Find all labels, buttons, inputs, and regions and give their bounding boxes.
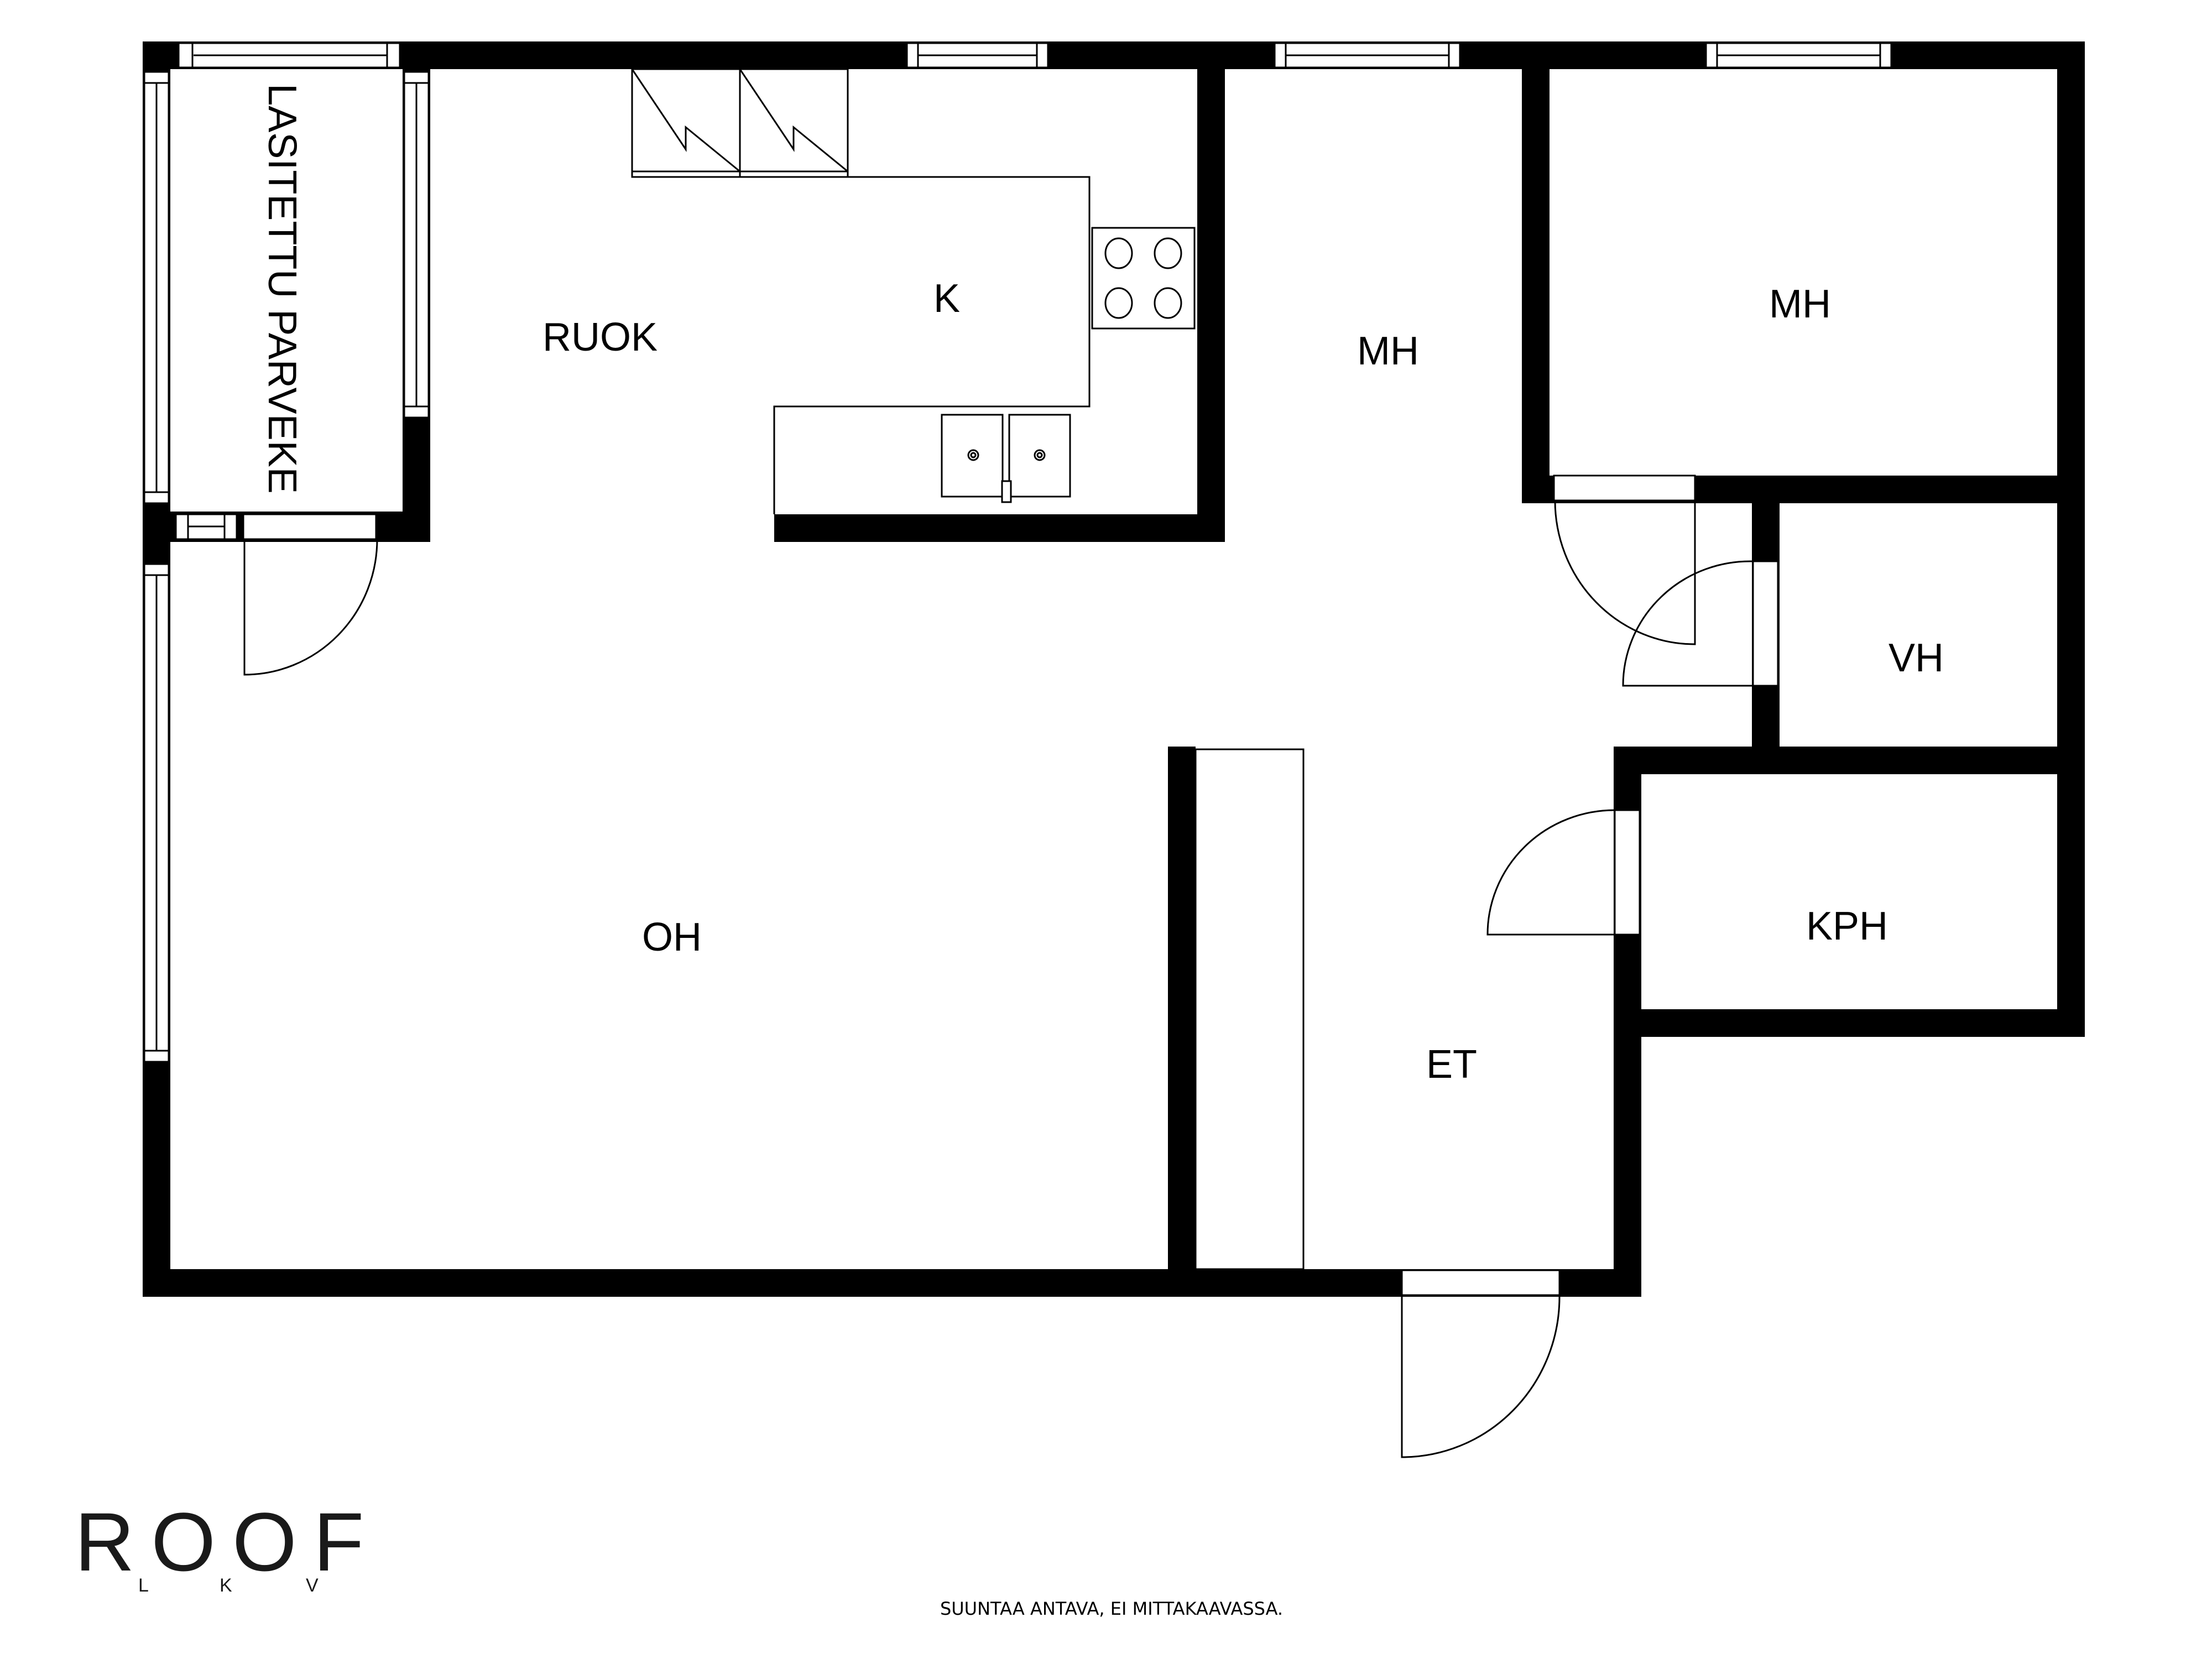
room-label-entrance-hall: ET [1426,1042,1477,1087]
logo-sub-v: V [306,1575,319,1596]
kitchen-fixtures [631,68,1196,514]
room-label-balcony: LASITETTU PARVEKE [260,84,304,494]
room-labels: LASITETTU PARVEKE RUOK K MH MH OH VH KPH… [260,84,1944,1087]
logo-sub-l: L [138,1575,149,1596]
logo-main-text: ROOF [75,1495,380,1588]
wardrobe [1194,748,1305,1270]
room-label-dining: RUOK [542,315,658,359]
room-label-bedroom-1: MH [1357,329,1419,373]
logo-sub-k: K [220,1575,232,1596]
doors [242,474,1779,1458]
hob [1091,227,1196,330]
room-label-bathroom: KPH [1806,904,1888,948]
room-label-kitchen: K [933,276,960,321]
logo: ROOF L K V [75,1495,380,1596]
scale-disclaimer: SUUNTAA ANTAVA, EI MITTAKAAVASSA. [940,1598,1283,1619]
room-label-living-room: OH [642,915,702,959]
room-label-bedroom-2: MH [1769,282,1831,326]
room-label-walk-in-closet: VH [1888,636,1944,680]
windows [143,42,1892,1063]
